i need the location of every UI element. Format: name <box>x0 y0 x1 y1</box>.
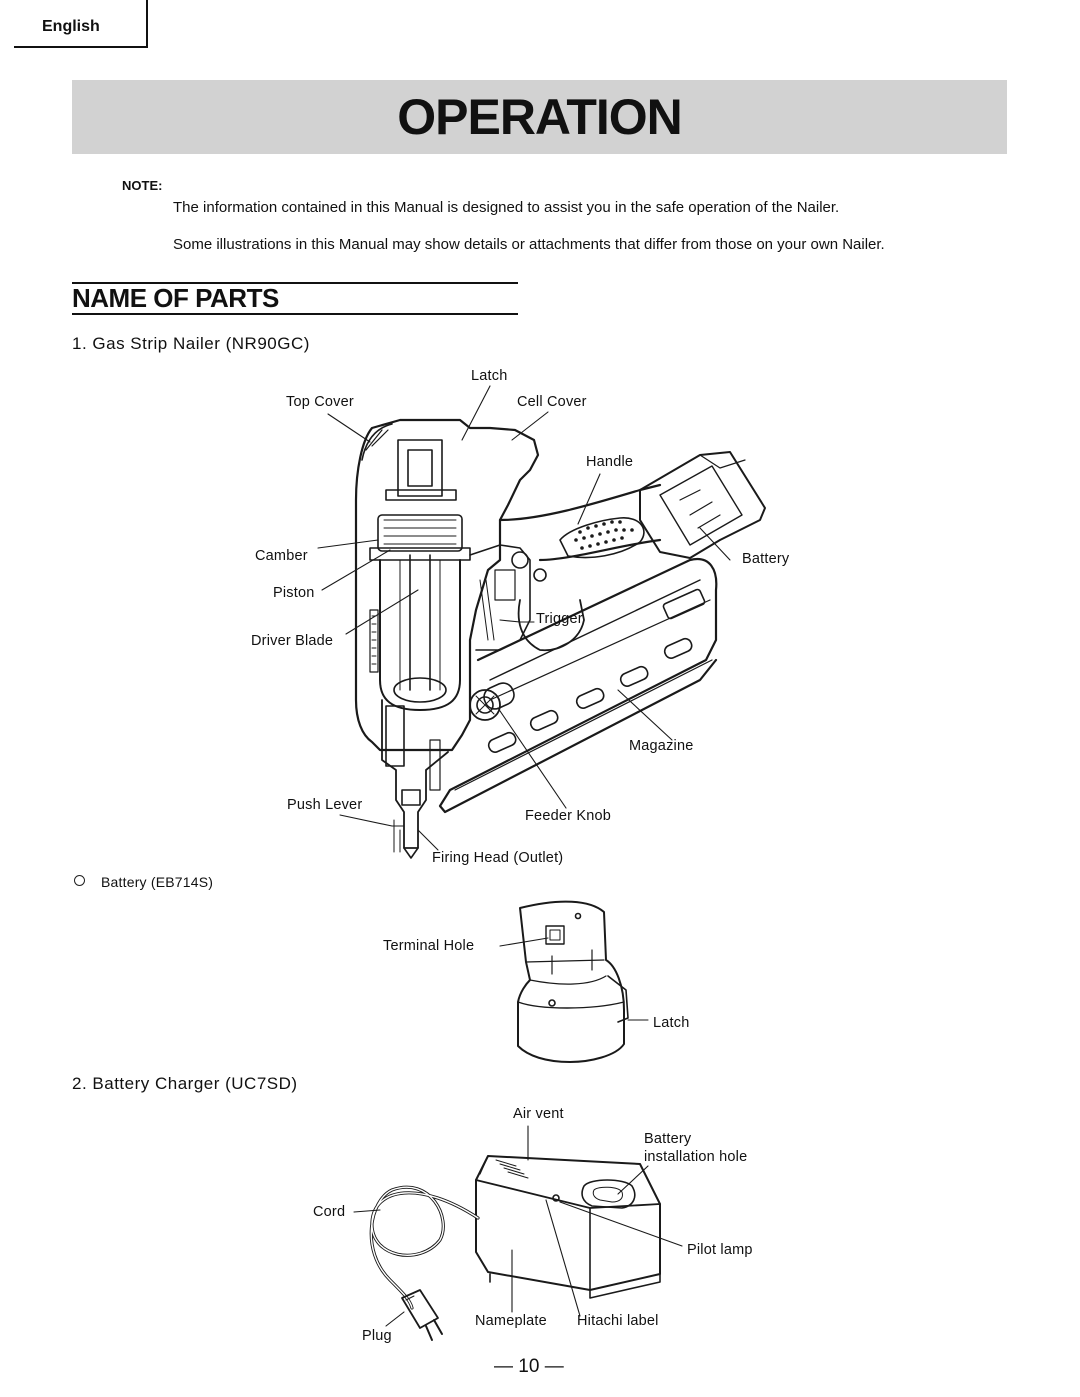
label-terminal-hole: Terminal Hole <box>383 938 475 954</box>
charger-illustration <box>369 1155 661 1341</box>
label-handle: Handle <box>586 454 634 470</box>
label-cell-cover: Cell Cover <box>517 394 587 410</box>
battery-heading: Battery (EB714S) <box>101 874 214 890</box>
label-feeder-knob: Feeder Knob <box>525 808 612 824</box>
note-label: NOTE: <box>122 178 163 193</box>
charger-heading: 2. Battery Charger (UC7SD) <box>72 1074 298 1093</box>
note-line-1: The information contained in this Manual… <box>173 199 840 216</box>
page-number: — 10 — <box>494 1356 564 1377</box>
label-plug: Plug <box>362 1328 392 1344</box>
section-rule-top <box>72 282 518 284</box>
label-latch: Latch <box>471 368 508 384</box>
page-title: OPERATION <box>397 89 683 145</box>
label-battery-latch: Latch <box>653 1015 690 1031</box>
label-battery-install-2: installation hole <box>644 1149 748 1165</box>
label-air-vent: Air vent <box>513 1106 564 1122</box>
section-rule-bottom <box>72 313 518 315</box>
battery-pack-illustration <box>517 900 629 1063</box>
label-pilot-lamp: Pilot lamp <box>687 1242 753 1258</box>
label-push-lever: Push Lever <box>287 797 363 813</box>
label-firing-head: Firing Head (Outlet) <box>432 850 564 866</box>
label-battery: Battery <box>742 551 790 567</box>
label-magazine: Magazine <box>629 738 694 754</box>
note-line-2: Some illustrations in this Manual may sh… <box>173 236 885 253</box>
label-battery-install-1: Battery <box>644 1131 692 1147</box>
label-cord: Cord <box>313 1204 346 1220</box>
label-camber: Camber <box>255 548 308 564</box>
title-banner: OPERATION <box>72 80 1007 154</box>
nailer-heading: 1. Gas Strip Nailer (NR90GC) <box>72 334 310 353</box>
language-tab: English <box>14 0 148 48</box>
nailer-leader-lines <box>317 385 731 851</box>
language-tab-label: English <box>42 18 100 35</box>
label-hitachi-label: Hitachi label <box>577 1313 659 1329</box>
nailer-illustration <box>354 418 766 859</box>
charger-leader-lines <box>353 1125 683 1327</box>
section-title: NAME OF PARTS <box>72 283 279 313</box>
label-trigger: Trigger <box>536 611 583 627</box>
label-top-cover: Top Cover <box>286 394 354 410</box>
battery-bullet-icon <box>74 875 85 886</box>
label-nameplate: Nameplate <box>475 1313 547 1329</box>
label-driver-blade: Driver Blade <box>251 633 334 649</box>
label-piston: Piston <box>273 585 315 601</box>
battery-leader-lines <box>499 937 649 1021</box>
